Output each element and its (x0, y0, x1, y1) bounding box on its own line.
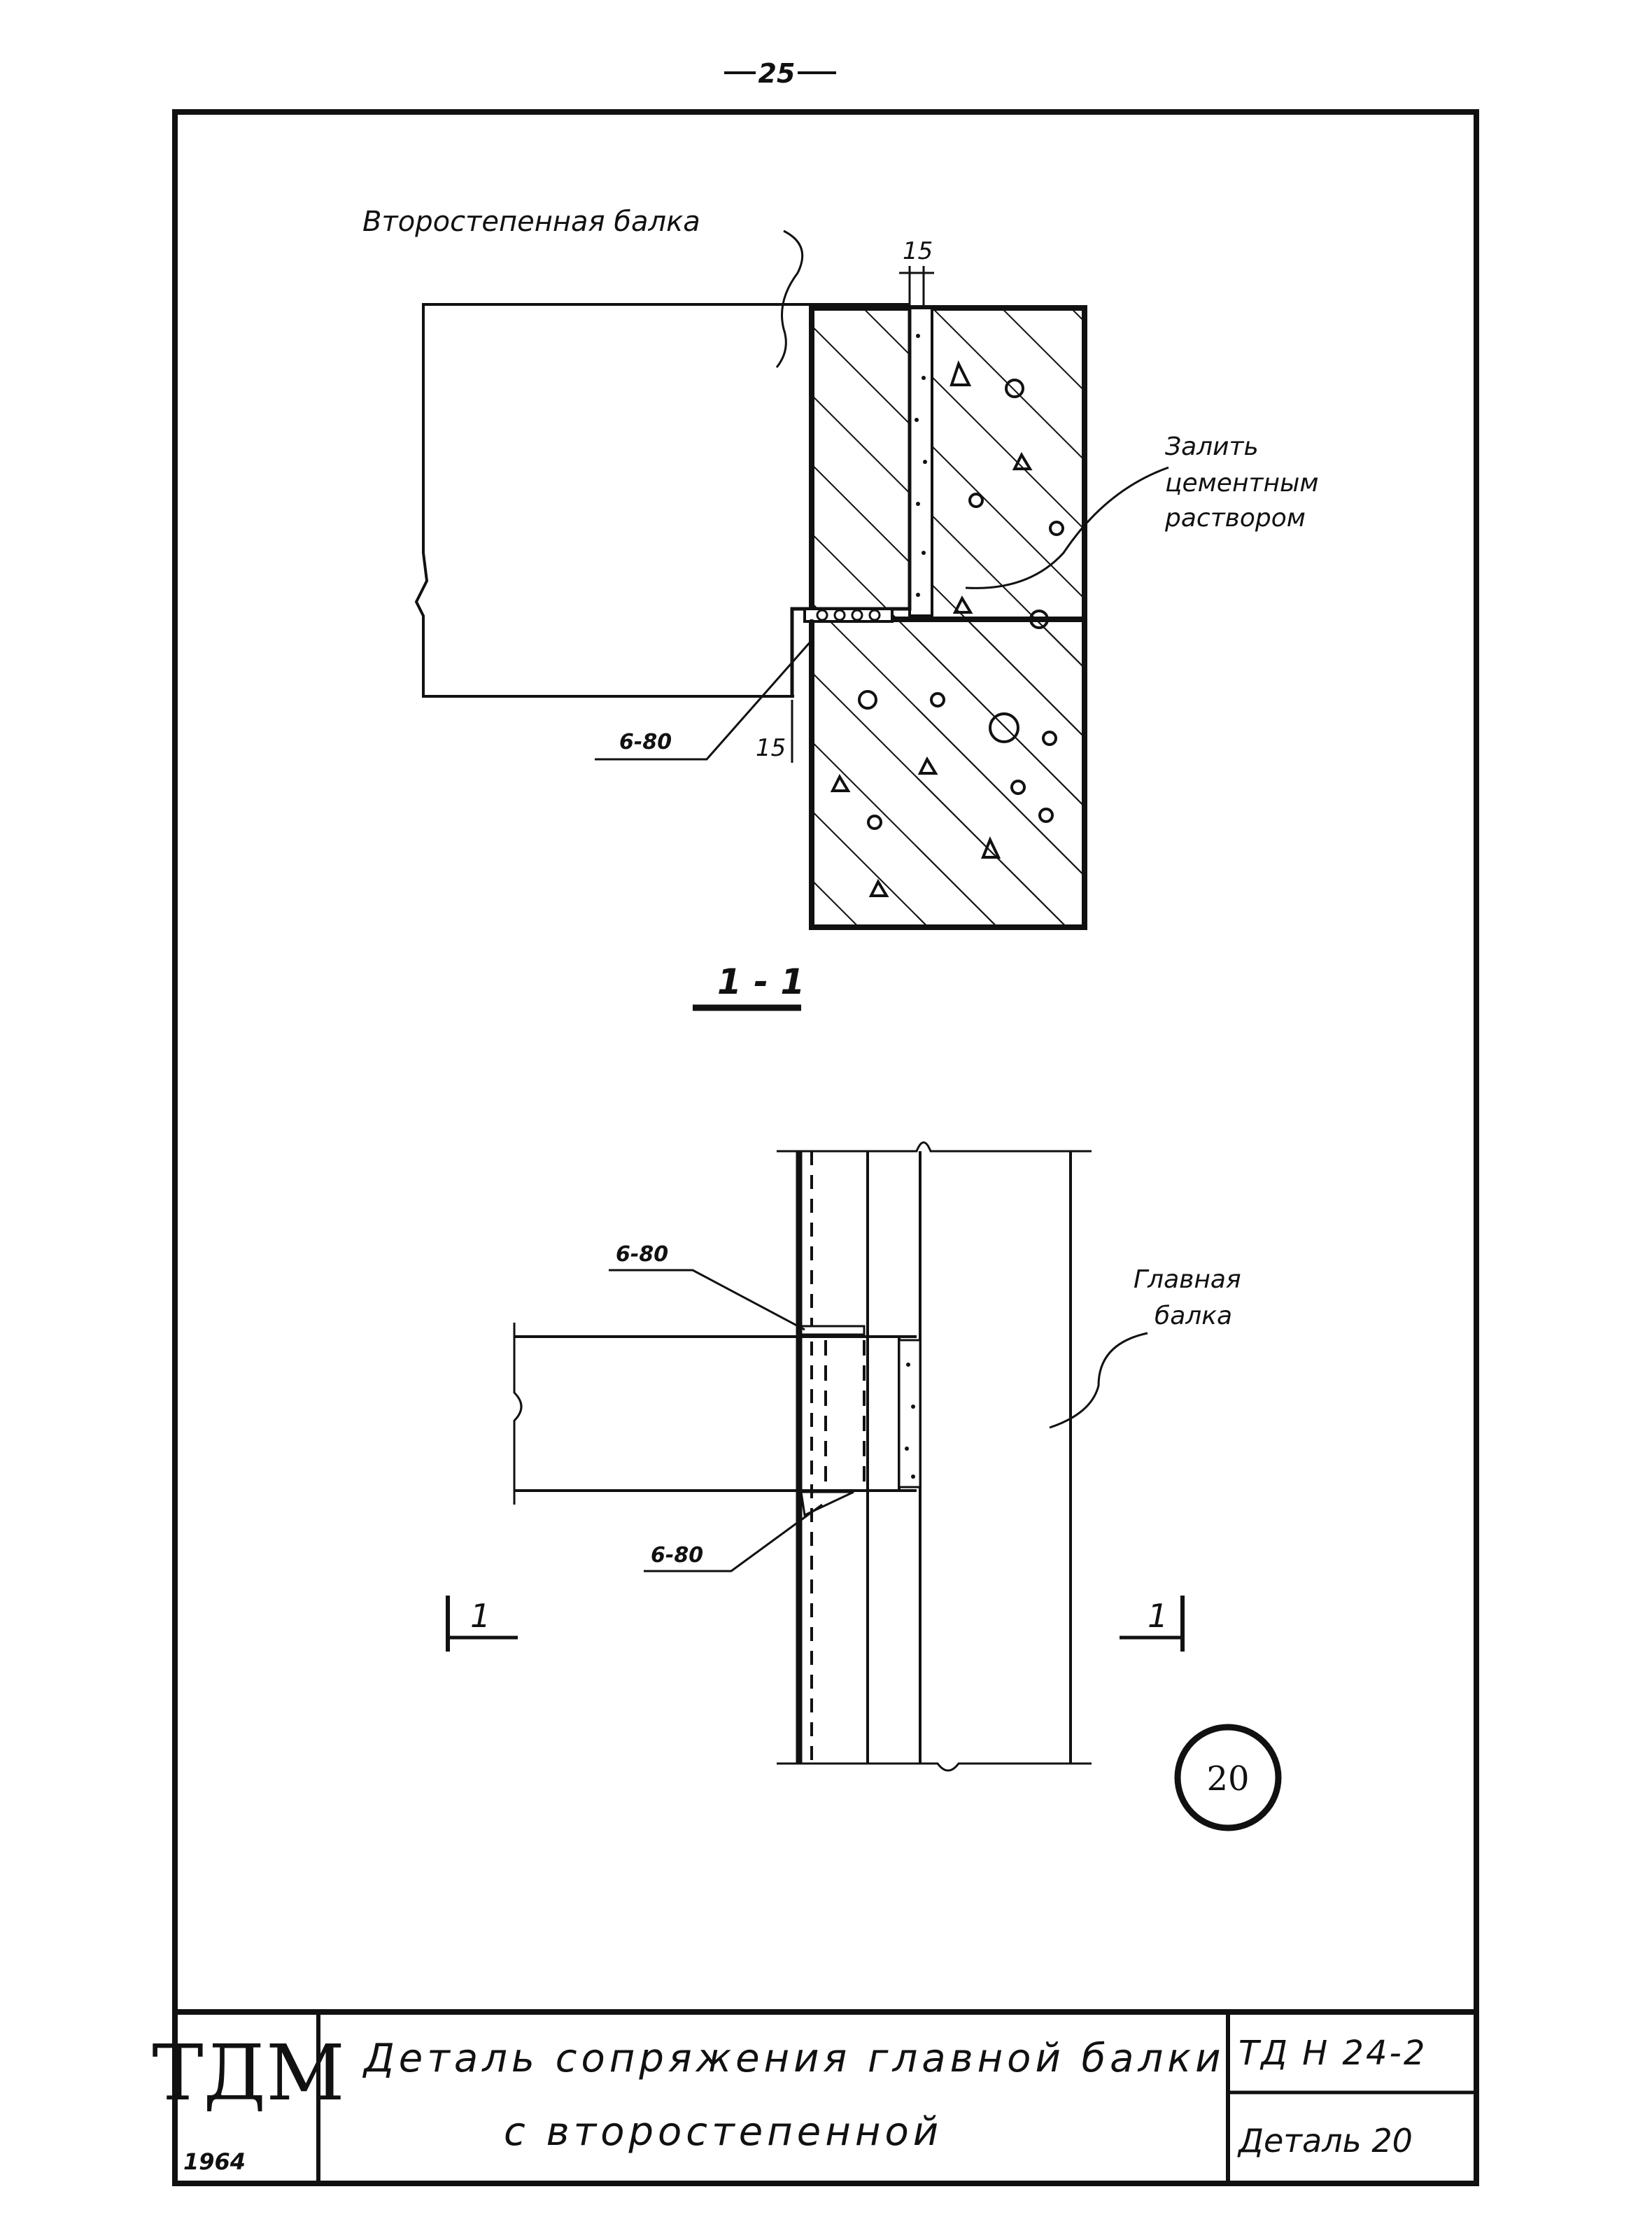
fill-label-line3: раствором (1164, 504, 1306, 533)
main-beam-lower-part (809, 617, 1087, 930)
secondary-beam-label: Второстепенная балка (362, 206, 700, 238)
detail-number-badge: 20 (1174, 1724, 1282, 1831)
cut-mark-left-text: 1 (470, 1597, 490, 1635)
dim-bottom-text: 15 (756, 734, 786, 762)
weld-bottom-leader (644, 1503, 823, 1572)
cut-mark-right: 1 (1120, 1596, 1185, 1652)
main-beam-label-line1: Главная (1134, 1265, 1241, 1294)
fill-leader (965, 466, 1169, 589)
weld-label: 6-80 (619, 730, 672, 754)
weld-top-leader (609, 1269, 805, 1331)
mortar-dots (915, 334, 927, 597)
section-mark: 1 - 1 (717, 962, 805, 1002)
secondary-beam-break (513, 1323, 523, 1505)
break-line-top (777, 1141, 1092, 1153)
fill-label-line1: Залить (1165, 432, 1259, 461)
dim-top-text: 15 (903, 237, 933, 265)
title-line1: Деталь сопряжения главной балки (362, 2036, 1225, 2081)
mortar-plan (898, 1339, 922, 1488)
mortar-plan-dots (905, 1363, 915, 1479)
title-block: ТДМ 1964 Деталь сопряжения главной балки… (152, 2009, 1476, 2183)
title-line2: с второстепенной (504, 2109, 943, 2155)
weld-top (800, 1325, 866, 1336)
mortar-gap (908, 307, 933, 617)
section-view: 15 15 6-80 Второстепенная балка Залить ц… (362, 206, 1319, 1011)
break-line-bottom (777, 1762, 1092, 1772)
weld-top-label: 6-80 (616, 1242, 668, 1267)
detail-number-text: 20 (1206, 1759, 1249, 1799)
main-beam-label-line2: балка (1155, 1302, 1232, 1330)
weld-bottom (800, 1491, 854, 1517)
main-beam-leader (1049, 1332, 1148, 1429)
secondary-beam-leader (775, 230, 804, 368)
detail-text: Деталь 20 (1237, 2122, 1413, 2160)
fill-label-line2: цементным (1165, 469, 1319, 498)
year-text: 1964 (183, 2148, 246, 2175)
sheet-frame (172, 109, 1479, 2186)
weld-bottom-label: 6-80 (651, 1543, 703, 1568)
code-text: ТД Н 24-2 (1238, 2034, 1427, 2073)
seat-weld-circles (816, 609, 881, 621)
org-logo: ТДМ (152, 2028, 344, 2118)
plan-view: 6-80 6-80 Главная балка 1 1 (446, 1141, 1241, 1772)
cut-mark-right-text: 1 (1148, 1597, 1168, 1635)
page-number-text: 25 (758, 58, 796, 89)
cut-mark-left: 1 (446, 1596, 518, 1652)
aggregate-marks (830, 360, 1064, 897)
page-number: 25 (724, 58, 836, 89)
secondary-beam-outline (414, 303, 910, 698)
weld-leader (595, 640, 813, 761)
